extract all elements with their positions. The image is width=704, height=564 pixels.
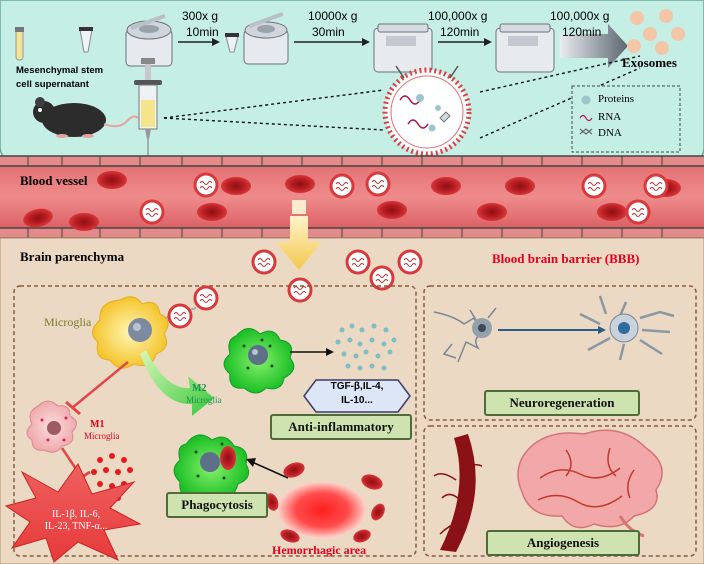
legend-dna: DNA: [598, 127, 622, 139]
microglia-label: Microglia: [44, 315, 92, 329]
phagocytosis-badge: Phagocytosis: [166, 492, 268, 518]
source-label-line2: cell supernatant: [16, 79, 89, 90]
step3-time: 120min: [440, 25, 480, 39]
step4-time: 120min: [562, 25, 602, 39]
ultracentrifuge-icon: [373, 23, 433, 73]
brain-icon: [517, 429, 663, 538]
legend-box: [571, 85, 681, 153]
angiogenesis-badge: Angiogenesis: [486, 530, 640, 556]
rna-icon: [579, 114, 593, 122]
legend-rna: RNA: [598, 111, 622, 123]
anti-cytokines-line2: IL-10...: [341, 395, 373, 406]
down-arrow-icon: [276, 200, 322, 270]
step1-time: 10min: [186, 25, 219, 39]
tube-icon: [79, 27, 93, 53]
microglia-box: [13, 285, 417, 557]
neuroregeneration-box: [423, 285, 697, 421]
step4-force: 100,000x g: [550, 9, 610, 23]
source-label-line1: Mesenchymal stem: [16, 65, 104, 76]
blood-vessel: [0, 155, 704, 239]
large-arrow-icon: [560, 24, 628, 68]
m2-sub-label: Microglia: [186, 395, 222, 405]
hemorrhagic-area-label: Hemorrhagic area: [272, 543, 367, 557]
m1-sub-label: Microglia: [84, 431, 120, 441]
step2-force: 10000x g: [308, 9, 358, 23]
cytokine-dots: [335, 323, 397, 371]
bbb-label: Blood brain barrier (BBB): [492, 251, 640, 266]
centrifuge-icon: [243, 11, 289, 65]
zoom-lines: [163, 55, 641, 139]
m2-microglia-icon: [223, 328, 295, 394]
supernatant-tube-icon: [15, 27, 24, 61]
m2-label: M2: [192, 383, 207, 394]
pro-cytokine-dots: [91, 453, 133, 501]
m1-label: M1: [90, 419, 105, 430]
pro-cytokine-burst: [4, 463, 142, 563]
brain-parenchyma-title: Brain parenchyma: [20, 249, 125, 264]
neuron-icon: [579, 295, 675, 361]
pro-cytokines-line2: IL-23, TNF-α...: [44, 521, 108, 532]
m2-arrow-icon: [140, 350, 214, 416]
vessel-icon: [433, 434, 483, 552]
tube-icon: [225, 33, 239, 53]
exosomes-label: Exosomes: [622, 55, 677, 70]
blood-vessel-title: Blood vessel: [20, 173, 88, 188]
step2-time: 30min: [312, 25, 345, 39]
anti-cytokine-badge: [303, 379, 411, 413]
protein-icon: [581, 95, 591, 105]
exosome-dots: [627, 9, 685, 55]
mouse-icon: [33, 97, 139, 138]
neuroregeneration-badge: Neuroregeneration: [484, 390, 640, 416]
anti-cytokines-line1: TGF-β,IL-4,: [330, 381, 384, 392]
phagocyte-icon: [173, 434, 250, 502]
step3-force: 100,000x g: [428, 9, 488, 23]
legend-proteins: Proteins: [598, 93, 635, 105]
exosome-icon: [382, 65, 472, 157]
anti-inflammatory-badge: Anti-inflammatory: [270, 414, 412, 440]
ultracentrifuge-icon: [495, 23, 555, 73]
pro-cytokines-line1: IL-1β, IL-6,: [51, 509, 101, 520]
dna-icon: [579, 128, 593, 135]
step1-force: 300x g: [182, 9, 219, 23]
m1-microglia-icon: [26, 400, 77, 453]
hemorrhagic-area-icon: [265, 462, 385, 543]
syringe-icon: [134, 58, 162, 212]
centrifuge-icon: [125, 13, 173, 67]
neuron-icon: [433, 307, 497, 363]
angiogenesis-box: [423, 425, 697, 557]
